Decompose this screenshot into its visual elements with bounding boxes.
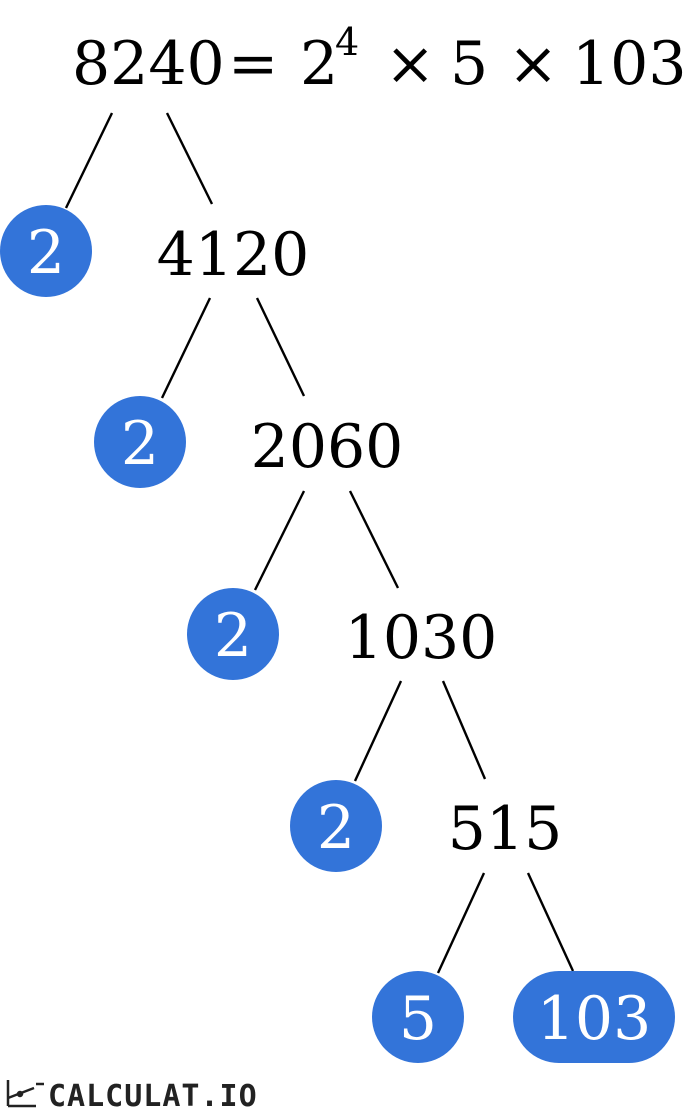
prime-nodes: 2 2 2 2 5 103 [0, 205, 675, 1063]
composite-node: 1030 [345, 603, 498, 673]
prime-label: 2 [27, 218, 65, 288]
prime-circle [290, 780, 382, 872]
prime-node: 2 [94, 396, 186, 488]
edge [436, 872, 486, 974]
composite-node: 4120 [157, 220, 310, 290]
prime-label: 5 [399, 984, 437, 1054]
prime-label: 2 [317, 793, 355, 863]
prime-label: 103 [537, 984, 652, 1054]
prime-circle [187, 588, 279, 680]
logo-icon [6, 1080, 44, 1108]
composite-node: 515 [448, 794, 563, 864]
edge [441, 680, 487, 780]
equation-equals: = [228, 29, 278, 99]
edge [160, 297, 212, 399]
prime-node: 103 [513, 971, 675, 1063]
equation-times-2: × [508, 29, 558, 99]
edge [255, 297, 306, 397]
prime-node: 2 [187, 588, 279, 680]
edge [348, 490, 400, 589]
tree-edges [64, 112, 575, 974]
logo-text: CALCULAT.IO [48, 1079, 258, 1113]
prime-circle [372, 971, 464, 1063]
equation-exponent: 4 [335, 20, 359, 64]
equation-factor-5: 5 [450, 29, 488, 99]
prime-label: 2 [214, 601, 252, 671]
edge [526, 872, 575, 972]
edge [165, 112, 214, 205]
composite-nodes: 4120 2060 1030 515 [157, 220, 563, 864]
factorization-equation: 8240 = 2 4 × 5 × 103 [72, 20, 687, 99]
prime-pill [513, 971, 675, 1063]
composite-node: 2060 [251, 412, 404, 482]
equation-factor-103: 103 [572, 29, 687, 99]
prime-circle [0, 205, 92, 297]
equation-base: 2 [300, 29, 338, 99]
equation-times-1: × [385, 29, 435, 99]
prime-node: 2 [290, 780, 382, 872]
equation-number: 8240 [72, 29, 225, 99]
prime-label: 2 [121, 409, 159, 479]
edge [353, 680, 403, 782]
prime-node: 5 [372, 971, 464, 1063]
edge [253, 490, 306, 591]
calculat-logo: CALCULAT.IO [6, 1079, 258, 1113]
prime-node: 2 [0, 205, 92, 297]
prime-circle [94, 396, 186, 488]
edge [64, 112, 114, 209]
